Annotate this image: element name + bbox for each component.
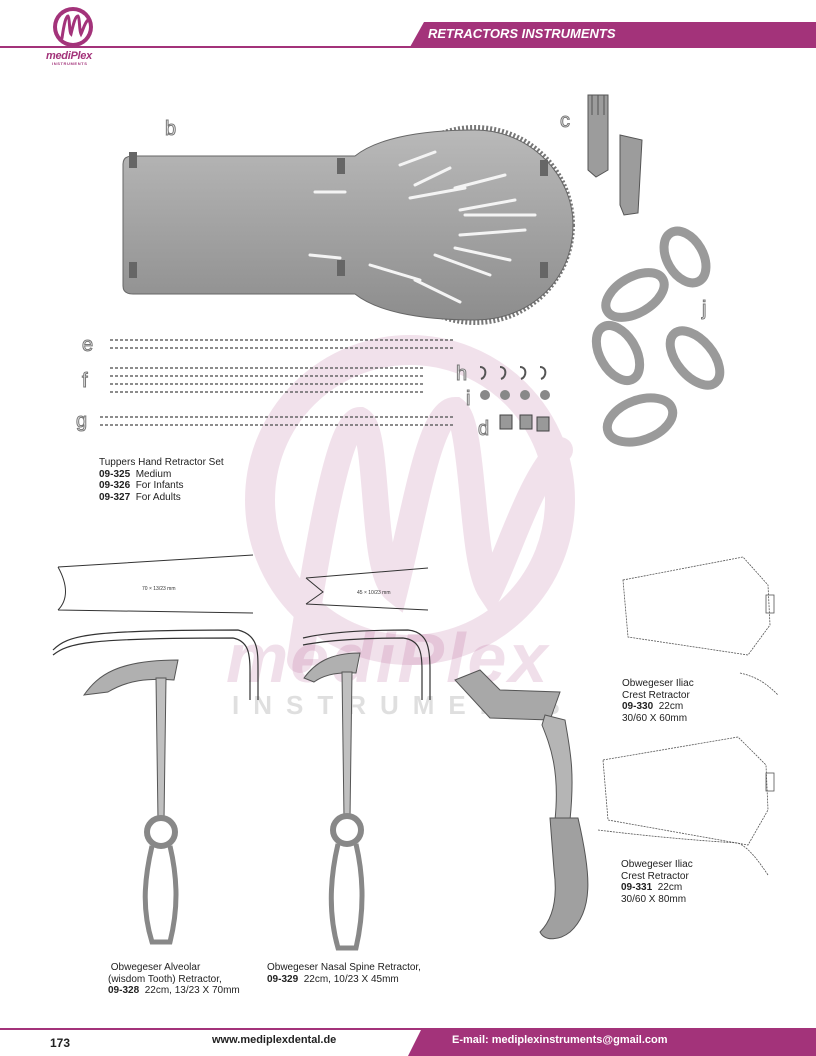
- iliac-330-drawing: [622, 556, 779, 696]
- product-code: 09-325: [99, 468, 131, 480]
- product-title: Tuppers Hand Retractor Set: [99, 457, 224, 468]
- product-spec: 22cm: [657, 882, 683, 893]
- product-title-line2: Crest Retractor: [622, 689, 690, 701]
- product-title: Obwegeser Alveolar: [110, 962, 201, 973]
- product-spec: 22cm, 10/23 X 45mm: [303, 973, 399, 985]
- product-desc: For Infants: [135, 480, 184, 491]
- brand-subtitle: INSTRUMENTS: [52, 61, 88, 66]
- product-code: 09-329: [267, 973, 299, 985]
- product-code: 09-326: [99, 480, 131, 491]
- figure-letter-g: g: [75, 410, 88, 433]
- tuppers-retractor-plate: [122, 125, 575, 325]
- product-variant: 09-326 For Infants: [99, 480, 224, 492]
- brand-logo-icon: [53, 7, 93, 47]
- footer-band: [408, 1028, 816, 1056]
- brand-wordmark: mediPlex: [46, 50, 92, 62]
- email-link[interactable]: E-mail: mediplexinstruments@gmail.com: [452, 1034, 668, 1046]
- alveolar-caption: Obwegeser Alveolar (wisdom Tooth) Retrac…: [108, 962, 240, 997]
- product-variant: 09-325 Medium: [99, 469, 224, 481]
- iliac-331-caption: Obwegeser Iliac Crest Retractor 09-331 2…: [621, 859, 693, 905]
- page-number: 173: [50, 1036, 71, 1050]
- website-link[interactable]: www.mediplexdental.de: [212, 1034, 337, 1046]
- product-code: 09-327: [99, 491, 131, 503]
- product-desc: For Adults: [135, 491, 181, 503]
- footer-rule: [0, 1028, 816, 1030]
- nasal-blade-drawing: [302, 567, 431, 700]
- product-spec-line2: 30/60 X 80mm: [621, 893, 687, 905]
- product-title: Obwegeser Iliac: [621, 859, 693, 870]
- figure-letter-j: j: [701, 298, 707, 321]
- iliac-330-caption: Obwegeser Iliac Crest Retractor 09-330 2…: [622, 678, 694, 724]
- alveolar-dimension-label: 70 × 13/23 mm: [142, 586, 176, 592]
- figure-letter-f: f: [82, 370, 88, 393]
- retractor-hooks-clips: [479, 366, 550, 432]
- product-title-line2: (wisdom Tooth) Retractor,: [108, 973, 222, 985]
- alveolar-blade-drawing: [52, 554, 259, 700]
- retractor-chains: [100, 339, 455, 426]
- retractor-blades: [587, 94, 643, 216]
- header-rule: [0, 46, 816, 48]
- product-title: Obwegeser Iliac: [622, 678, 694, 689]
- product-desc: Medium: [135, 468, 172, 480]
- product-spec-line2: 30/60 X 60mm: [622, 712, 688, 724]
- product-variant: 09-331 22cm: [621, 882, 693, 894]
- product-variant: 09-330 22cm: [622, 701, 694, 713]
- watermark-logo-icon: [245, 335, 575, 673]
- product-spec: 22cm: [658, 701, 684, 712]
- figure-letter-h: h: [455, 363, 468, 386]
- product-variant: 09-327 For Adults: [99, 492, 224, 504]
- iliac-331-drawing: [597, 736, 775, 876]
- figure-letter-i: i: [465, 388, 471, 411]
- product-code: 09-331: [621, 882, 653, 893]
- alveolar-retractor-handle: [82, 659, 179, 945]
- figure-letter-b: b: [164, 118, 177, 141]
- section-title: RETRACTORS INSTRUMENTS: [428, 26, 616, 41]
- product-variant: 09-329 22cm, 10/23 X 45mm: [267, 974, 421, 986]
- product-title: Obwegeser Nasal Spine Retractor,: [267, 962, 421, 973]
- product-code: 09-328: [108, 985, 140, 996]
- section-banner: [410, 22, 816, 47]
- iliac-retractor-photo: [454, 669, 589, 940]
- product-spec: 22cm, 13/23 X 70mm: [144, 985, 240, 996]
- product-title-line2: Crest Retractor: [621, 870, 689, 882]
- product-variant: 09-328 22cm, 13/23 X 70mm: [108, 985, 240, 997]
- figure-letter-d: d: [477, 418, 490, 441]
- figure-letter-e: e: [81, 334, 94, 357]
- retractor-elastic-bands: [591, 226, 725, 447]
- nasal-retractor-handle: [303, 652, 365, 951]
- nasal-dimension-label: 45 × 10/23 mm: [357, 590, 391, 596]
- tuppers-caption: Tuppers Hand Retractor Set 09-325 Medium…: [99, 457, 224, 503]
- product-code: 09-330: [622, 701, 654, 712]
- figure-letter-c: c: [560, 110, 571, 133]
- nasal-caption: Obwegeser Nasal Spine Retractor, 09-329 …: [267, 962, 421, 985]
